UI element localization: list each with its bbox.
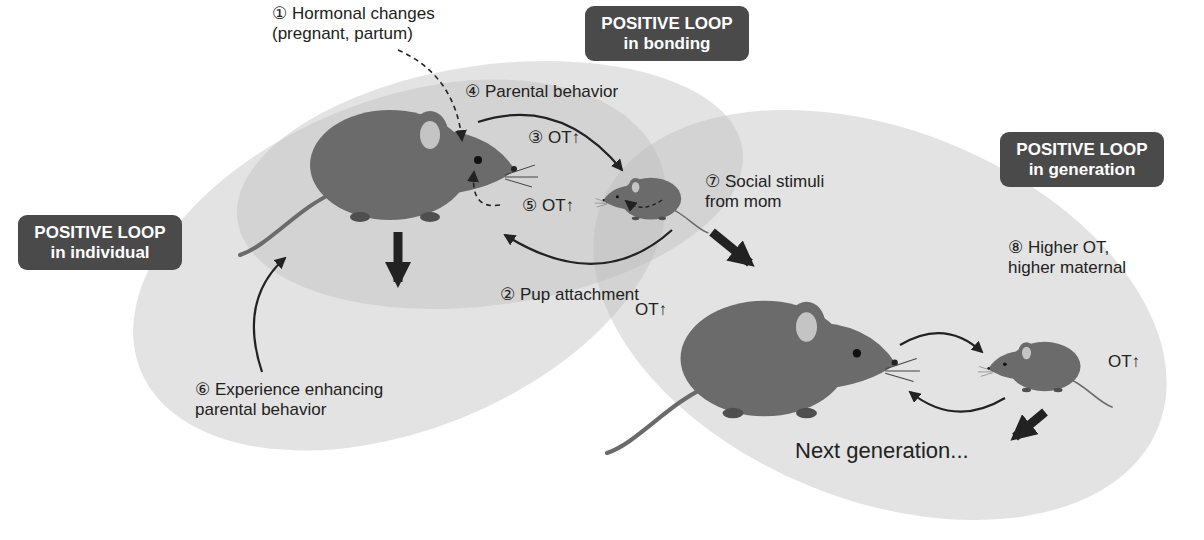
thick-arrow [712,232,750,263]
callout-label: ⑤ OT↑ [522,196,574,216]
callout-label: ② Pup attachment [500,285,639,305]
loop-tag-text: POSITIVE LOOP in generation [1012,140,1152,179]
loop-tag: POSITIVE LOOP in individual [18,215,182,270]
loop-arrow [505,230,672,264]
loop-tag: POSITIVE LOOP in bonding [585,6,749,61]
oxytocin-arrow [626,200,662,207]
oxytocin-arrow [474,172,500,206]
loop-arrow [900,333,982,352]
grown-pup-mouse [607,301,920,453]
loop-arrow [254,258,285,372]
loop-tag: POSITIVE LOOP in generation [1000,132,1164,187]
callout-label: ① Hormonal changes (pregnant, partum) [272,4,467,43]
callout-label: ⑥ Experience enhancing parental behavior [195,380,410,419]
callout-label: OT↑ [635,300,667,320]
thick-arrow [394,232,403,282]
callout-label: ⑧ Higher OT, higher maternal [1008,238,1153,277]
loop-arrow [478,115,622,170]
next-pup-mouse [978,342,1112,407]
loop-tag-text: POSITIVE LOOP in bonding [597,14,737,53]
callout-label: ④ Parental behavior [465,82,618,102]
hormone-arrow [398,50,462,140]
pup-mouse [595,178,708,233]
callout-label: Next generation... [795,438,969,463]
loop-arrow [910,392,1005,412]
loop-tag-text: POSITIVE LOOP in individual [30,223,170,262]
thick-arrow [1015,412,1045,437]
callout-label: ⑦ Social stimuli from mom [705,172,845,211]
callout-label: OT↑ [1108,352,1140,372]
mother-mouse [240,110,538,255]
callout-label: ③ OT↑ [528,128,580,148]
